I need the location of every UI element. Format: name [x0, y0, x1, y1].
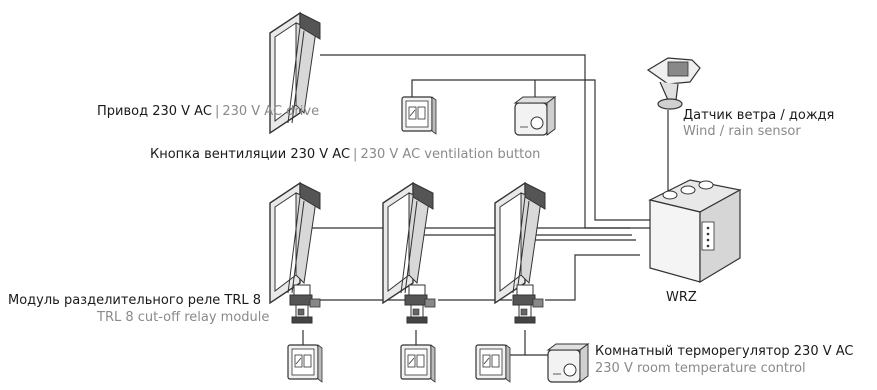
wind-sensor-label-en: Wind / rain sensor [683, 124, 801, 139]
drive-label-ru: Привод 230 V AC [97, 104, 212, 119]
vent-button-label: Кнопка вентиляции 230 V AC|230 V AC vent… [150, 147, 540, 163]
wrz-controller-icon [648, 179, 742, 284]
relay-module-2-icon [404, 284, 436, 324]
relay-module-1-icon [289, 284, 321, 324]
room-thermostat-icon [547, 343, 589, 383]
thermostat-label-en: 230 V room temperature control [595, 361, 806, 376]
relay-label-ru: Модуль разделительного реле TRL 8 [8, 293, 262, 308]
ventilation-switch-icon [401, 96, 437, 135]
vent-button-label-en: 230 V AC ventilation button [360, 147, 541, 162]
wind-sensor-label-ru: Датчик ветра / дождя [683, 108, 835, 123]
drive-label-sep: | [214, 104, 220, 119]
vent-button-label-ru: Кнопка вентиляции 230 V AC [150, 147, 351, 162]
wrz-label: WRZ [666, 290, 697, 305]
thermostat-label-ru: Комнатный терморегулятор 230 V AC [595, 344, 854, 359]
vent-button-label-sep: | [353, 147, 358, 162]
bottom-switch-2-icon [400, 344, 436, 383]
relay-module-3-icon [512, 284, 544, 324]
bottom-switch-1-icon [287, 344, 323, 383]
drive-label: Привод 230 V AC|230 V AC drive [97, 104, 319, 120]
drive-label-en: 230 V AC drive [222, 104, 320, 119]
wind-rain-sensor-icon [646, 57, 701, 110]
wiring-lines [302, 54, 669, 356]
bottom-switch-3-icon [475, 344, 511, 383]
relay-label-en: TRL 8 cut-off relay module [97, 310, 270, 325]
ventilation-button-thermo-icon [514, 96, 556, 136]
